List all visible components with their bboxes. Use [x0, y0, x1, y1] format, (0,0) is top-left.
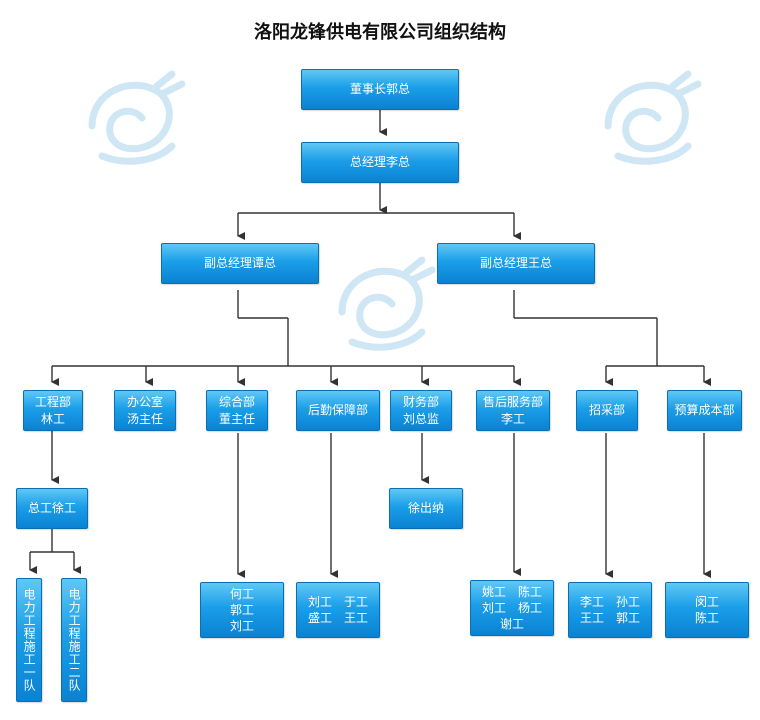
node-chairman: 董事长郭总: [301, 69, 459, 110]
node-label: 售后服务部 李工: [482, 395, 543, 426]
node-general-manager: 总经理李总: [301, 142, 459, 183]
node-label: 李工 孙工 王工 郭工: [579, 594, 640, 625]
node-construction-team-2: 电力工程施工二队: [61, 578, 87, 702]
node-after-sales-staff: 姚工 陈工 刘工 杨工 谢工: [470, 580, 554, 636]
node-cashier: 徐出纳: [389, 488, 463, 529]
node-label: 电力工程施工一队: [22, 588, 37, 692]
node-label: 副总经理谭总: [203, 256, 276, 271]
node-label: 姚工 陈工 刘工 杨工 谢工: [481, 584, 542, 632]
node-label: 总经理李总: [349, 155, 410, 170]
node-label: 刘工 于工 盛工 王工: [307, 594, 368, 625]
node-label: 徐出纳: [407, 501, 444, 516]
dragon-watermark-left-icon: [88, 70, 186, 165]
node-vp-wang: 副总经理王总: [437, 243, 595, 284]
node-engineering-dept: 工程部 林工: [23, 390, 83, 431]
node-logistics-dept: 后勤保障部: [296, 390, 380, 431]
chart-title: 洛阳龙锋供电有限公司组织结构: [254, 22, 506, 43]
node-label: 综合部 董主任: [218, 395, 255, 426]
node-label: 工程部 林工: [34, 395, 71, 426]
node-budget-dept: 预算成本部: [667, 390, 742, 431]
dragon-watermark-right-icon: [604, 70, 702, 165]
node-label: 闵工 陈工: [694, 594, 719, 625]
node-general-staff: 何工 郭工 刘工: [200, 582, 284, 638]
node-construction-team-1: 电力工程施工一队: [16, 578, 42, 702]
node-label: 预算成本部: [674, 403, 735, 418]
node-label: 何工 郭工 刘工: [229, 586, 254, 634]
node-after-sales-dept: 售后服务部 李工: [476, 390, 550, 431]
node-label: 董事长郭总: [349, 82, 410, 97]
node-label: 总工徐工: [27, 501, 76, 516]
node-label: 办公室 汤主任: [126, 395, 163, 426]
node-label: 后勤保障部: [307, 403, 368, 418]
node-budget-staff: 闵工 陈工: [665, 582, 749, 638]
node-label: 副总经理王总: [479, 256, 552, 271]
node-general-dept: 综合部 董主任: [206, 390, 268, 431]
node-logistics-staff: 刘工 于工 盛工 王工: [296, 582, 380, 638]
node-finance-dept: 财务部 刘总监: [390, 390, 452, 431]
node-label: 招采部: [588, 403, 625, 418]
node-procurement-staff: 李工 孙工 王工 郭工: [568, 582, 652, 638]
node-procurement-dept: 招采部: [576, 390, 638, 431]
node-label: 电力工程施工二队: [67, 588, 82, 692]
node-chief-engineer: 总工徐工: [16, 488, 88, 529]
node-vp-tan: 副总经理谭总: [161, 243, 319, 284]
dragon-watermark-center-icon: [338, 256, 436, 351]
node-office: 办公室 汤主任: [114, 390, 176, 431]
node-label: 财务部 刘总监: [402, 395, 439, 426]
